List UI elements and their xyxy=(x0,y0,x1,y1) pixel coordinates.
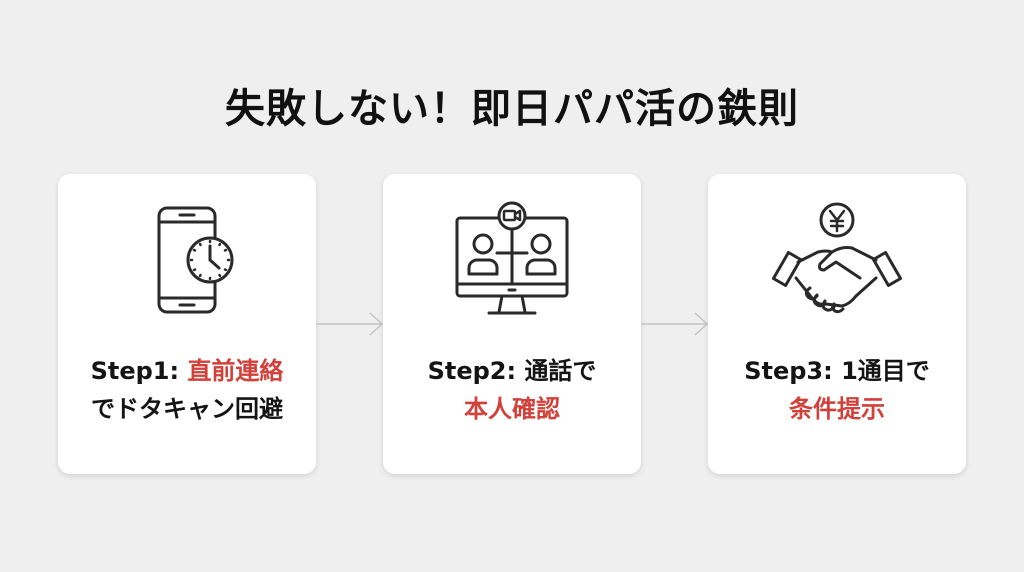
step-card-3: Step3: 1通目で 条件提示 xyxy=(708,174,966,474)
page-title: 失敗しない！即日パパ活の鉄則 xyxy=(225,86,799,132)
step-3-highlight: 条件提示 xyxy=(789,395,885,423)
step-1-label: Step1: xyxy=(90,357,188,385)
step-3-action: 1通目で xyxy=(841,357,930,385)
arrow-right-icon xyxy=(316,312,384,336)
step-1-description: でドタキャン回避 xyxy=(91,395,283,423)
step-2-label: Step2: xyxy=(427,357,525,385)
step-2-highlight: 本人確認 xyxy=(464,395,560,423)
step-2-text: Step2: 通話で 本人確認 xyxy=(383,352,641,428)
step-2-action: 通話で xyxy=(524,357,597,385)
step-1-text: Step1: 直前連絡 でドタキャン回避 xyxy=(58,352,316,428)
step-card-1: Step1: 直前連絡 でドタキャン回避 xyxy=(58,174,316,474)
step-3-label: Step3: xyxy=(744,357,842,385)
video-call-monitor-icon xyxy=(383,198,641,328)
arrow-right-icon xyxy=(641,312,709,336)
handshake-yen-icon xyxy=(708,198,966,328)
step-3-text: Step3: 1通目で 条件提示 xyxy=(708,352,966,428)
step-1-highlight: 直前連絡 xyxy=(187,357,284,385)
step-card-2: Step2: 通話で 本人確認 xyxy=(383,174,641,474)
smartphone-clock-icon xyxy=(58,198,316,328)
